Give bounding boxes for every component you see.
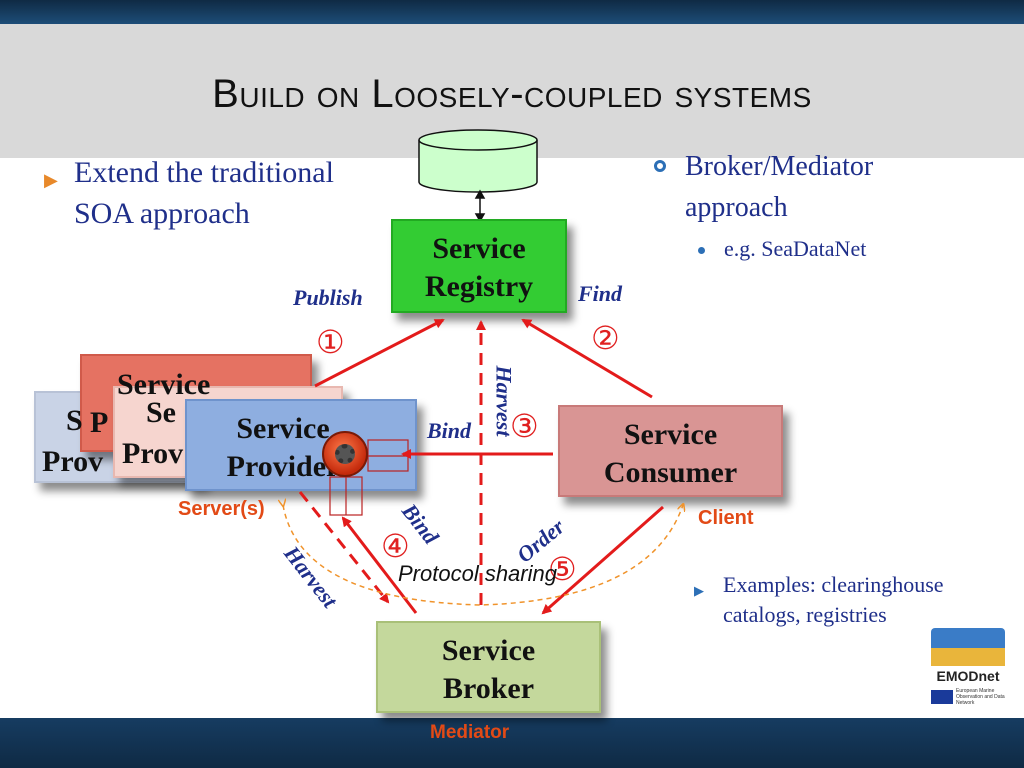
- client-label: Client: [698, 507, 754, 529]
- logo-name: EMODnet: [936, 668, 1000, 684]
- protocol-sharing-arc: [283, 505, 683, 606]
- service-broker-box: Service Broker: [376, 621, 601, 713]
- dot-bullet-icon: [698, 247, 705, 254]
- step-4-marker: ④: [381, 527, 410, 565]
- step-5-marker: ⑤: [548, 550, 577, 588]
- slide-title: Build on Loosely-coupled systems: [212, 72, 812, 116]
- ghost-text: Prov: [42, 445, 104, 478]
- logo-tagline: European Marine Observation and Data Net…: [956, 688, 1005, 706]
- ghost-text: Service: [117, 368, 211, 401]
- publish-arrow: [314, 318, 445, 388]
- gear-icon: [322, 431, 368, 477]
- bind-label: Bind: [427, 418, 472, 443]
- order-arrow: [541, 505, 664, 615]
- server-label: Server(s): [178, 498, 265, 520]
- ghost-text: S: [66, 404, 83, 437]
- emodnet-logo: EMODnet European Marine Observation and …: [931, 628, 1005, 714]
- ghost-text: P: [90, 406, 109, 439]
- service-provider-box: Service Provider: [185, 399, 417, 491]
- db-registry-link: [474, 189, 486, 223]
- bottom-bar: [0, 718, 1024, 768]
- ghost-text: Prov: [122, 437, 184, 470]
- step-2-marker: ②: [591, 319, 620, 357]
- step-1-marker: ①: [316, 323, 345, 361]
- left-bullet: ▶ Extend the traditional SOA approach: [44, 156, 334, 230]
- top-bar: [0, 0, 1024, 24]
- triangle-bullet-icon: ▶: [694, 583, 704, 598]
- database-icon: [418, 129, 538, 193]
- find-arrow: [521, 318, 653, 399]
- triangle-bullet-icon: ▶: [44, 170, 58, 190]
- circle-bullet-icon: [654, 160, 666, 172]
- mediator-label: Mediator: [430, 722, 510, 743]
- service-registry-box: Service Registry: [391, 219, 567, 313]
- publish-label: Publish: [293, 285, 363, 310]
- step-3-marker: ③: [510, 407, 539, 445]
- protocol-sharing-label: Protocol sharing: [398, 561, 557, 586]
- find-label: Find: [578, 281, 623, 306]
- right-sub-bullet: e.g. SeaDataNet: [698, 236, 866, 262]
- ghost-text: Se: [146, 396, 176, 429]
- eu-flag-icon: [931, 690, 953, 704]
- examples-bullet: ▶ Examples: clearinghouse catalogs, regi…: [694, 572, 944, 627]
- right-bullet: Broker/Mediator approach: [654, 146, 954, 228]
- service-consumer-box: Service Consumer: [558, 405, 783, 497]
- logo-wave-icon: [931, 628, 1005, 666]
